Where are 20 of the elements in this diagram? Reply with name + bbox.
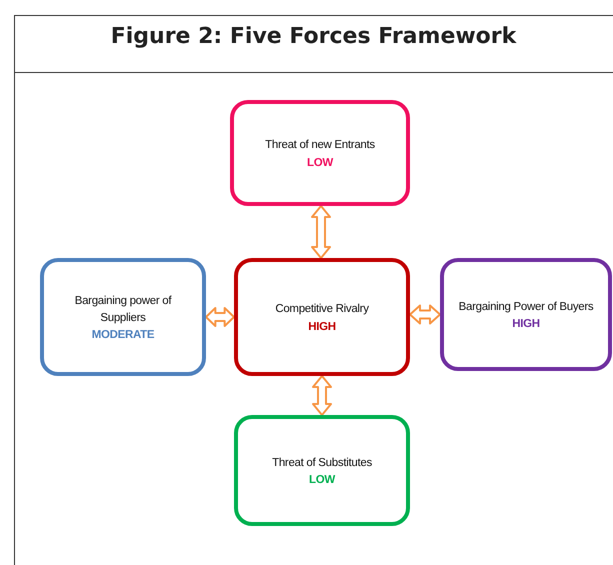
force-name: Bargaining Power of Buyers [458,300,594,315]
force-box [234,415,410,526]
force-name: Bargaining power of Suppliers [74,294,173,326]
force-rating: LOW [309,474,335,486]
force-name: Threat of new Entrants [265,138,375,154]
force-box [234,258,410,376]
double-arrow [409,304,441,324]
double-arrow [312,375,332,416]
force-rating: HIGH [308,320,336,333]
force-rating: HIGH [512,318,540,330]
double-arrow [311,205,331,259]
force-rating: LOW [307,156,333,169]
force-rating: MODERATE [92,329,154,342]
double-arrow [205,307,235,327]
force-box [230,100,410,206]
force-name: Threat of Substitutes [272,456,372,471]
figure-title: Figure 2: Five Forces Framework [110,24,518,49]
force-name: Competitive Rivalry [275,302,369,318]
force-box [40,258,206,376]
force-box [440,258,612,371]
